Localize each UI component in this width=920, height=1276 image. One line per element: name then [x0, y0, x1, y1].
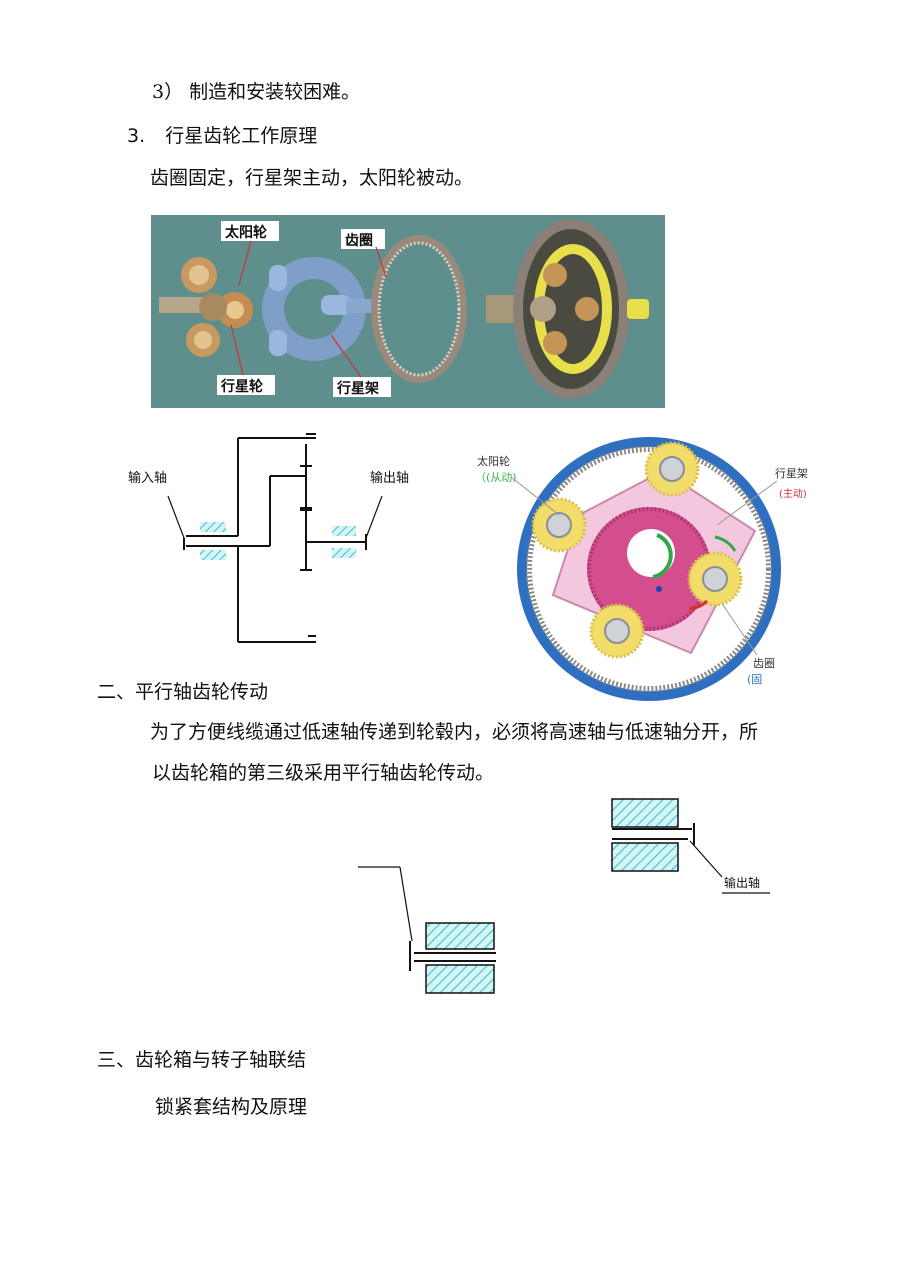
diagram-label-carrier: 行星架: [775, 467, 808, 480]
photo-label-sun: 太阳轮: [225, 224, 267, 241]
section-2-paragraph-line-2: 以齿轮箱的第三级采用平行轴齿轮传动。: [152, 762, 495, 784]
section-3-subheading: 锁紧套结构及原理: [155, 1096, 308, 1118]
diagram-label-sun-note: （(从动): [475, 471, 517, 484]
heading-3-text: 行星齿轮工作原理: [165, 125, 318, 147]
schematic-label-output: 输出轴: [370, 470, 409, 486]
principle-line: 齿圈固定，行星架主动，太阳轮被动。: [150, 167, 474, 189]
photo-label-ring: 齿圈: [345, 232, 373, 249]
photo-label-planet: 行星轮: [220, 378, 263, 395]
planetary-schematic: 输入轴 输出轴: [120, 430, 430, 650]
planetary-diagram: 太阳轮 （(从动) 行星架 (主动) 齿圈 (固: [467, 419, 829, 709]
diagram-label-ring-note: (固: [747, 673, 762, 686]
diagram-label-ring: 齿圈: [753, 657, 775, 670]
section-2-paragraph-line-1: 为了方便线缆通过低速轴传递到轮毂内，必须将高速轴与低速轴分开，所: [150, 721, 759, 743]
schematic-label-input: 输入轴: [128, 470, 167, 486]
parallel-shaft-diagram: 输出轴: [350, 795, 780, 1000]
list-item-3: 3） 制造和安装较困难。: [152, 81, 361, 103]
diagram-label-sun: 太阳轮: [477, 454, 510, 468]
section-2-heading: 二、平行轴齿轮传动: [97, 681, 269, 703]
photo-label-carrier: 行星架: [336, 380, 379, 397]
parallel-label-output: 输出轴: [724, 875, 760, 890]
section-3-heading: 三、齿轮箱与转子轴联结: [97, 1049, 307, 1071]
planetary-gear-photo: 太阳轮 齿圈 行星轮 行星架: [151, 215, 665, 408]
heading-3: 3. 行星齿轮工作原理: [127, 124, 317, 148]
diagram-label-carrier-note: (主动): [779, 488, 807, 500]
heading-3-number: 3.: [127, 125, 146, 147]
